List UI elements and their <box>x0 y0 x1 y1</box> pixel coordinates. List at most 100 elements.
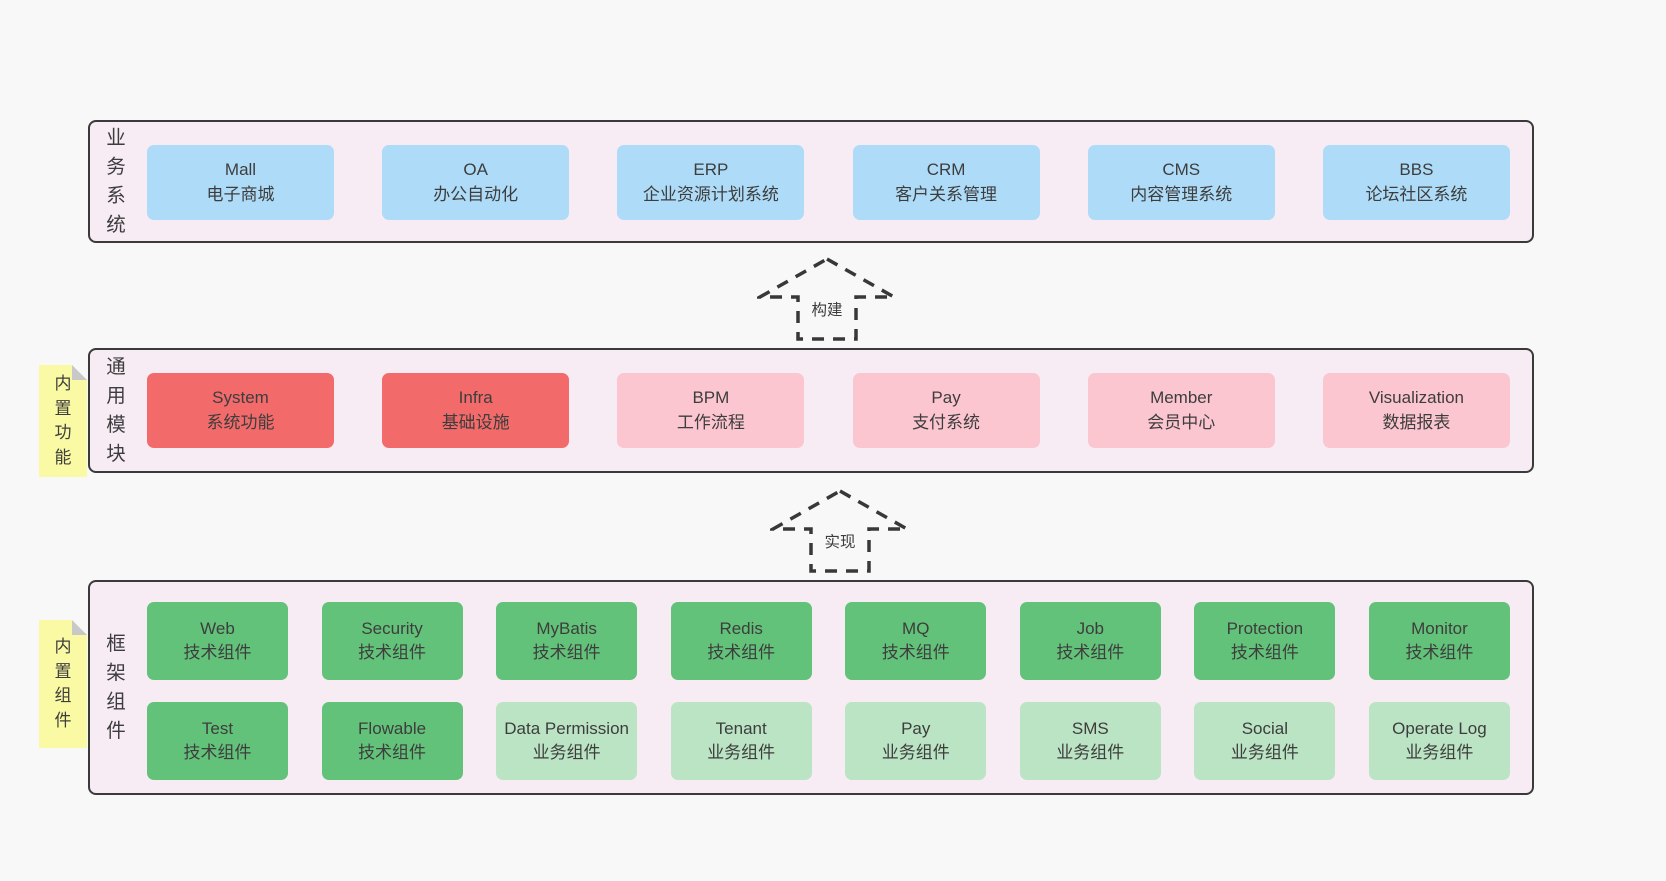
system-box-erp: ERP 企业资源计划系统 <box>617 145 805 220</box>
folded-corner-icon <box>72 365 87 380</box>
build-arrow: 构建 <box>757 256 897 342</box>
box-title: CMS <box>1162 160 1201 180</box>
box-title: Mall <box>224 160 257 180</box>
box-subtitle: 技术组件 <box>1405 643 1474 662</box>
layer-modules-label: 通用模块 <box>106 355 126 465</box>
box-subtitle: 电子商城 <box>206 184 275 204</box>
sticky-note-text: 内置组件 <box>54 637 72 730</box>
layer-business-systems: 业务系统 Mall 电子商城 OA 办公自动化 ERP 企业资源计划系统 CRM… <box>88 120 1534 243</box>
box-title: Data Permission <box>504 718 629 738</box>
box-subtitle: 系统功能 <box>206 412 275 432</box>
box-subtitle: 技术组件 <box>183 643 252 662</box>
component-box-mybatis: MyBatis 技术组件 <box>496 602 638 680</box>
sticky-note-text: 内置功能 <box>54 374 72 467</box>
box-subtitle: 业务组件 <box>707 743 776 762</box>
component-box-sms: SMS 业务组件 <box>1019 702 1161 780</box>
layer-business-label: 业务系统 <box>106 126 126 236</box>
component-box-tenant: Tenant 业务组件 <box>670 702 812 780</box>
box-subtitle: 论坛社区系统 <box>1365 184 1468 204</box>
box-subtitle: 客户关系管理 <box>895 184 998 204</box>
component-box-monitor: Monitor 技术组件 <box>1368 602 1510 680</box>
box-subtitle: 业务组件 <box>881 743 950 762</box>
layer-framework-components: 内置组件 框架组件 Web 技术组件 Security 技术组件 MyBatis… <box>39 580 1534 795</box>
builtin-functions-sticky-note: 内置功能 <box>39 365 87 477</box>
component-box-mq: MQ 技术组件 <box>845 602 987 680</box>
box-subtitle: 会员中心 <box>1147 412 1216 432</box>
box-subtitle: 基础设施 <box>441 412 510 432</box>
component-box-operate-log: Operate Log 业务组件 <box>1368 702 1510 780</box>
box-title: Operate Log <box>1392 718 1487 738</box>
component-box-social: Social 业务组件 <box>1194 702 1336 780</box>
component-box-test: Test 技术组件 <box>147 702 288 780</box>
box-subtitle: 业务组件 <box>1230 743 1299 762</box>
box-title: Infra <box>458 388 493 408</box>
module-box-visualization: Visualization 数据报表 <box>1322 373 1510 448</box>
module-box-system: System 系统功能 <box>147 373 334 448</box>
box-title: OA <box>463 160 488 180</box>
system-box-bbs: BBS 论坛社区系统 <box>1322 145 1510 220</box>
module-box-bpm: BPM 工作流程 <box>617 373 805 448</box>
layer-components-label: 框架组件 <box>106 632 126 742</box>
box-title: CRM <box>926 160 966 180</box>
module-box-pay: Pay 支付系统 <box>852 373 1040 448</box>
modules-box-row: System 系统功能 Infra 基础设施 BPM 工作流程 Pay 支付系统… <box>147 373 1510 448</box>
box-subtitle: 工作流程 <box>676 412 745 432</box>
box-subtitle: 技术组件 <box>1230 643 1299 662</box>
box-title: SMS <box>1071 718 1109 738</box>
box-subtitle: 办公自动化 <box>433 184 519 204</box>
module-box-infra: Infra 基础设施 <box>382 373 570 448</box>
module-box-member: Member 会员中心 <box>1087 373 1275 448</box>
layer-common-modules: 内置功能 通用模块 System 系统功能 Infra 基础设施 BPM 工作流… <box>39 348 1534 477</box>
component-box-data-permission: Data Permission 业务组件 <box>496 702 638 780</box>
box-title: Security <box>361 618 423 638</box>
box-subtitle: 数据报表 <box>1382 412 1451 432</box>
box-subtitle: 业务组件 <box>1405 743 1474 762</box>
implement-arrow: 实现 <box>770 488 910 574</box>
business-box-row: Mall 电子商城 OA 办公自动化 ERP 企业资源计划系统 CRM 客户关系… <box>147 145 1510 220</box>
box-title: MQ <box>902 618 930 638</box>
component-box-job: Job 技术组件 <box>1019 602 1161 680</box>
box-subtitle: 内容管理系统 <box>1130 184 1233 204</box>
box-subtitle: 技术组件 <box>358 643 427 662</box>
box-subtitle: 业务组件 <box>1056 743 1125 762</box>
box-title: Protection <box>1226 618 1304 638</box>
components-box-row-2: Test 技术组件 Flowable 技术组件 Data Permission … <box>147 702 1510 780</box>
box-title: BBS <box>1399 160 1434 180</box>
box-subtitle: 业务组件 <box>532 743 601 762</box>
box-title: Visualization <box>1368 388 1464 408</box>
box-subtitle: 企业资源计划系统 <box>642 184 779 204</box>
box-title: Flowable <box>358 718 427 738</box>
component-box-redis: Redis 技术组件 <box>670 602 812 680</box>
box-title: Job <box>1076 618 1105 638</box>
components-box-row-1: Web 技术组件 Security 技术组件 MyBatis 技术组件 Redi… <box>147 602 1510 680</box>
box-title: MyBatis <box>536 618 597 638</box>
component-box-pay: Pay 业务组件 <box>845 702 987 780</box>
box-title: Test <box>201 718 234 738</box>
box-title: Monitor <box>1411 618 1468 638</box>
component-box-web: Web 技术组件 <box>147 602 288 680</box>
folded-corner-icon <box>72 620 87 635</box>
system-box-oa: OA 办公自动化 <box>382 145 570 220</box>
box-subtitle: 技术组件 <box>532 643 601 662</box>
box-subtitle: 支付系统 <box>912 412 981 432</box>
box-subtitle: 技术组件 <box>707 643 776 662</box>
box-title: Pay <box>901 718 931 738</box>
box-title: Redis <box>719 618 763 638</box>
implement-arrow-label: 实现 <box>820 529 860 553</box>
build-arrow-label: 构建 <box>807 297 847 321</box>
box-subtitle: 技术组件 <box>358 743 427 762</box>
box-title: Pay <box>931 388 961 408</box>
box-title: BPM <box>692 388 730 408</box>
builtin-components-sticky-note: 内置组件 <box>39 620 87 748</box>
system-box-crm: CRM 客户关系管理 <box>852 145 1040 220</box>
box-subtitle: 技术组件 <box>1056 643 1125 662</box>
box-title: ERP <box>693 160 729 180</box>
box-subtitle: 技术组件 <box>881 643 950 662</box>
box-title: Member <box>1150 388 1213 408</box>
box-title: Social <box>1241 718 1289 738</box>
box-title: Web <box>200 618 235 638</box>
component-box-security: Security 技术组件 <box>321 602 463 680</box>
box-subtitle: 技术组件 <box>183 743 252 762</box>
box-title: Tenant <box>715 718 767 738</box>
